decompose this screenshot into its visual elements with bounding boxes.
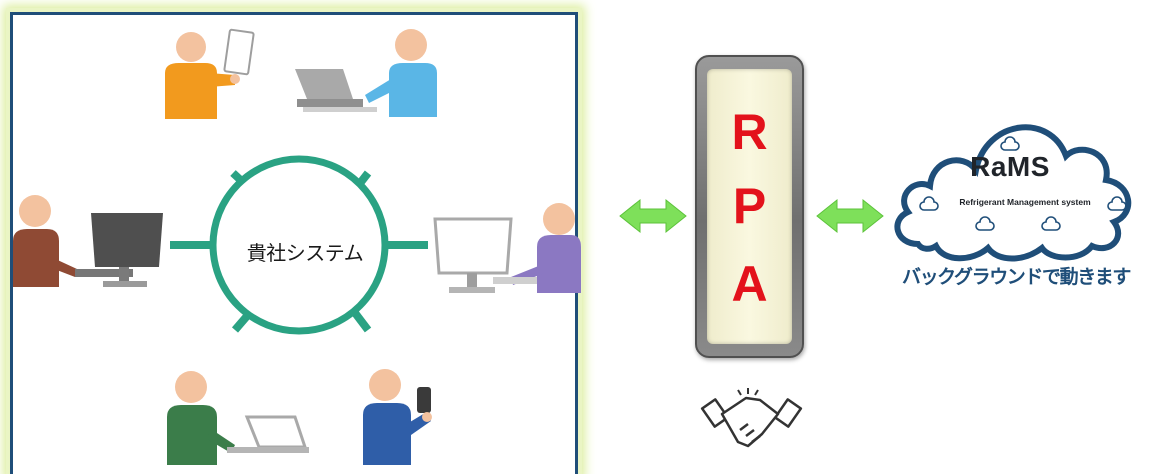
tablet-icon	[223, 28, 255, 76]
laptop-screen	[295, 69, 353, 99]
keyboard	[493, 277, 537, 284]
person-blue-laptop	[295, 29, 437, 117]
head	[19, 195, 51, 227]
monitor-stand	[119, 267, 129, 281]
torso	[13, 229, 59, 287]
double-arrow-icon	[816, 198, 884, 234]
person-brown-monitor	[13, 195, 163, 287]
mini-cloud-icon	[975, 216, 995, 231]
company-system-label: 貴社システム	[246, 241, 364, 265]
monitor-base	[103, 281, 147, 287]
rpa-box: R P A	[695, 55, 804, 358]
rpa-inner-panel: R P A	[707, 69, 792, 344]
head	[543, 203, 575, 235]
monitor-screen	[433, 217, 513, 275]
torso	[167, 405, 217, 465]
hand	[422, 412, 432, 422]
left-cuff	[700, 398, 730, 428]
monitor-screen	[91, 213, 163, 267]
company-network-diagram	[13, 28, 581, 465]
head	[369, 369, 401, 401]
rpa-letter-r: R	[731, 104, 768, 160]
torso	[537, 235, 581, 293]
monitor-base	[449, 287, 495, 293]
person-orange-tablet	[165, 28, 255, 119]
rpa-letter-a: A	[731, 256, 768, 312]
phone-icon	[417, 387, 431, 413]
laptop-screen	[244, 415, 308, 449]
mini-cloud-icon	[919, 196, 939, 211]
person-purple-monitor	[433, 203, 581, 293]
mini-cloud-icon	[1041, 216, 1061, 231]
head	[176, 32, 206, 62]
right-cuff	[773, 398, 803, 428]
desk	[303, 107, 377, 112]
clasped-hands	[720, 396, 780, 448]
arm	[49, 257, 77, 277]
arm	[365, 79, 397, 103]
double-arrow-icon	[619, 198, 687, 234]
mini-cloud-icon	[1107, 196, 1127, 211]
keyboard	[75, 269, 133, 277]
torso	[389, 63, 437, 117]
head	[175, 371, 207, 403]
rams-title: RaMS	[970, 151, 1050, 182]
person-green-laptop	[167, 371, 309, 465]
rams-subtitle: Refrigerant Management system	[959, 197, 1091, 207]
monitor-stand	[467, 273, 477, 287]
hand	[230, 74, 240, 84]
rams-cloud-shape	[894, 124, 1132, 262]
fingers	[739, 423, 761, 443]
torso	[363, 403, 411, 465]
head	[395, 29, 427, 61]
hub-circle	[209, 155, 389, 335]
laptop-base	[297, 99, 363, 107]
person-navy-phone	[363, 369, 432, 465]
spark-lines	[737, 388, 759, 396]
company-system-panel: 貴社システム	[10, 12, 581, 474]
torso	[165, 63, 217, 119]
laptop-base	[227, 447, 309, 453]
background-caption: バックグラウンドで動きます	[901, 266, 1131, 288]
arm	[209, 73, 235, 87]
rpa-letter-p: P	[732, 178, 767, 234]
mini-cloud-icon	[1000, 136, 1020, 151]
